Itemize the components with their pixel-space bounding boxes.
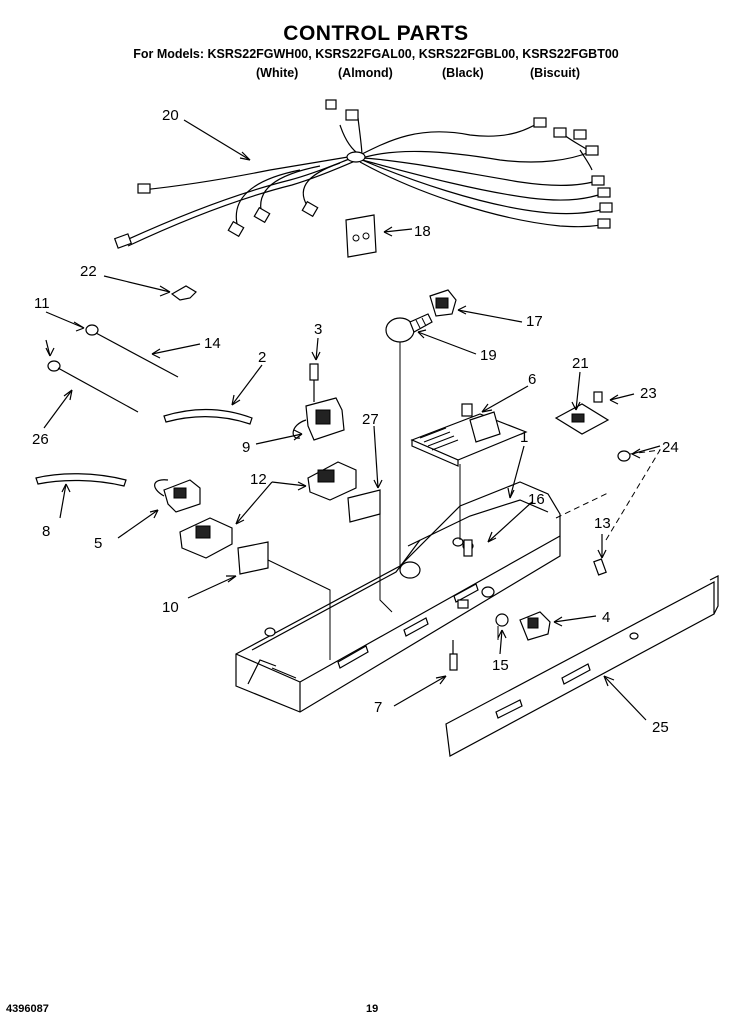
callout-1: 1 xyxy=(520,429,528,446)
switch-5 xyxy=(154,479,201,513)
callout-5: 5 xyxy=(94,535,102,552)
variant-white: (White) xyxy=(256,66,299,80)
callout-17: 17 xyxy=(526,313,543,330)
model-list: For Models: KSRS22FGWH00, KSRS22FGAL00, … xyxy=(133,47,619,61)
socket-4 xyxy=(519,611,551,641)
front-panel xyxy=(445,575,719,757)
callout-6: 6 xyxy=(528,371,536,388)
diagram-title: CONTROL PARTS xyxy=(283,22,469,45)
mounting-plate xyxy=(345,214,377,258)
callout-4: 4 xyxy=(602,609,610,626)
switch-12a xyxy=(307,461,357,501)
tube-2 xyxy=(163,408,253,425)
guide-lines xyxy=(555,449,661,541)
document-number: 4396087 xyxy=(6,1003,49,1015)
tube-8 xyxy=(35,473,127,487)
leader-wires xyxy=(267,342,499,660)
callout-2: 2 xyxy=(258,349,266,366)
variant-biscuit: (Biscuit) xyxy=(530,66,580,80)
callout-11: 11 xyxy=(34,295,50,312)
control-board xyxy=(410,403,528,467)
callout-10: 10 xyxy=(162,599,179,616)
label-27 xyxy=(347,489,381,523)
label-10 xyxy=(237,541,269,575)
callout-13: 13 xyxy=(594,515,611,532)
variant-black: (Black) xyxy=(442,66,484,80)
wiring-harness xyxy=(113,99,613,249)
clip xyxy=(170,285,197,301)
switch-9 xyxy=(292,363,345,441)
callout-14: 14 xyxy=(204,335,221,352)
callout-12: 12 xyxy=(250,471,267,488)
callout-20: 20 xyxy=(162,107,179,124)
callout-27: 27 xyxy=(362,411,379,428)
screws xyxy=(449,539,607,671)
lamp-socket xyxy=(429,289,457,317)
callout-16: 16 xyxy=(528,491,545,508)
callout-22: 22 xyxy=(80,263,97,280)
callout-19: 19 xyxy=(480,347,497,364)
variant-almond: (Almond) xyxy=(338,66,393,80)
page-number: 19 xyxy=(366,1003,379,1015)
callout-23: 23 xyxy=(640,385,657,402)
switch-12b xyxy=(179,517,233,559)
callout-21: 21 xyxy=(572,355,589,372)
button-15 xyxy=(495,613,509,627)
module-21 xyxy=(554,391,631,462)
callout-3: 3 xyxy=(314,321,322,338)
callout-9: 9 xyxy=(242,439,250,456)
leader-arrows xyxy=(43,119,661,721)
callout-labels: 20 18 22 11 14 3 2 26 9 27 12 8 5 10 17 … xyxy=(32,107,679,736)
light-bulb xyxy=(385,313,433,343)
callout-24: 24 xyxy=(662,439,679,456)
callout-18: 18 xyxy=(414,223,431,240)
control-housing xyxy=(235,481,561,713)
callout-8: 8 xyxy=(42,523,50,540)
callout-15: 15 xyxy=(492,657,509,674)
grommets-rods xyxy=(47,324,179,413)
callout-26: 26 xyxy=(32,431,49,448)
callout-7: 7 xyxy=(374,699,382,716)
callout-25: 25 xyxy=(652,719,669,736)
